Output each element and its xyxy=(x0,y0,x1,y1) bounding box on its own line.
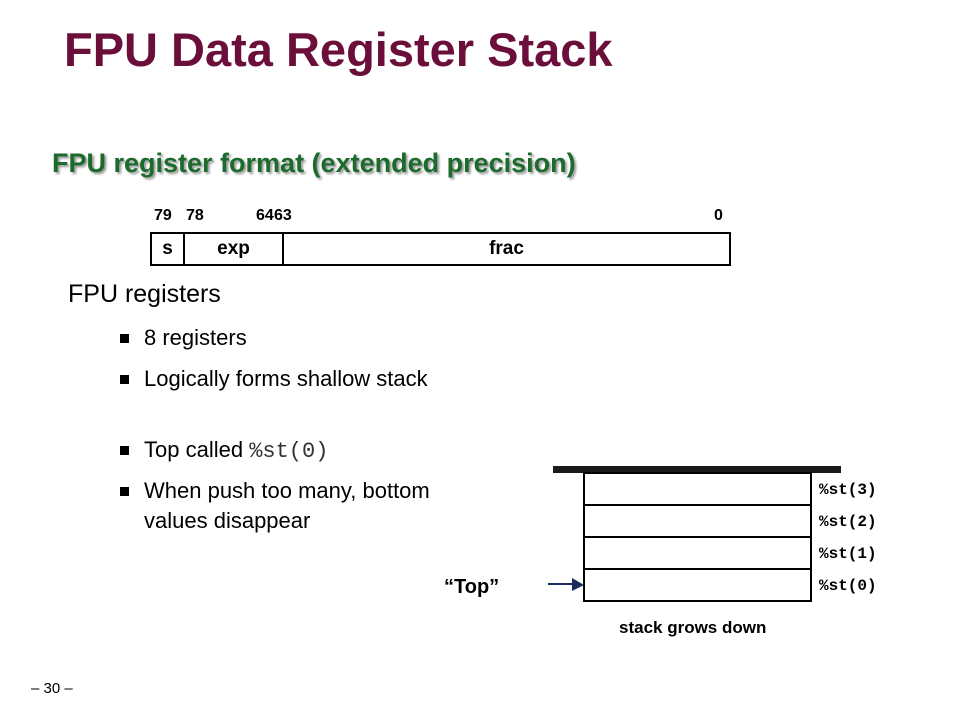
register-label-st1: %st(1) xyxy=(819,545,877,563)
stack-top-bar xyxy=(553,466,841,473)
fraction-field: frac xyxy=(489,238,524,259)
stack-cell-st2 xyxy=(583,504,812,538)
bit-number-78: 78 xyxy=(186,207,204,224)
bullet-square-icon xyxy=(120,446,129,455)
bullet-square-icon xyxy=(120,334,129,343)
bullet-item: 8 registers xyxy=(120,323,424,353)
bit-number-63: 63 xyxy=(274,207,292,224)
register-label-st2: %st(2) xyxy=(819,513,877,531)
exponent-field: exp xyxy=(185,234,284,264)
register-label-st0: %st(0) xyxy=(819,577,877,595)
bullet-text: Top called xyxy=(144,437,250,462)
bit-number-0: 0 xyxy=(714,207,723,224)
top-label: “Top” xyxy=(444,576,500,598)
page-number: – 30 – xyxy=(31,680,73,697)
stack-cell-st3 xyxy=(583,472,812,506)
register-format-box: s exp frac xyxy=(150,232,731,266)
bit-number-64: 64 xyxy=(256,207,274,224)
bit-number-79: 79 xyxy=(154,207,172,224)
format-subtitle: FPU register format (extended precision) xyxy=(52,148,576,178)
register-label-st3: %st(3) xyxy=(819,481,877,499)
bullet-item: Logically forms shallow stack xyxy=(120,364,429,394)
registers-heading: FPU registers xyxy=(68,280,221,308)
top-arrow-icon xyxy=(548,578,584,591)
slide-title: FPU Data Register Stack xyxy=(64,23,613,76)
stack-cell-st0 xyxy=(583,568,812,602)
bullet-item: Top called %st(0) xyxy=(120,435,444,467)
bullet-text: 8 registers xyxy=(144,325,247,350)
bullet-text: When push too many, bottom values disapp… xyxy=(144,478,430,533)
sign-field: s xyxy=(152,234,185,264)
bullet-item: When push too many, bottom values disapp… xyxy=(120,476,444,536)
bullet-square-icon xyxy=(120,487,129,496)
bullet-text: Logically forms shallow stack xyxy=(144,366,428,391)
bullet-square-icon xyxy=(120,375,129,384)
stack-cell-st1 xyxy=(583,536,812,570)
bullet-code: %st(0) xyxy=(249,439,329,464)
stack-caption: stack grows down xyxy=(619,618,767,637)
